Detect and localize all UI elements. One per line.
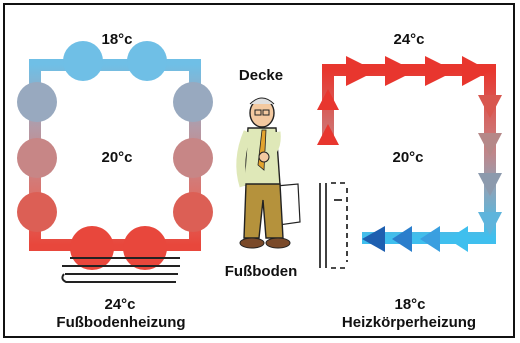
arrow-left [392, 226, 412, 252]
arrow-up [317, 89, 339, 110]
right-center-temperature: 20°c [392, 149, 424, 166]
left-center-temperature: 20°c [101, 149, 133, 166]
left-air-bubble [127, 41, 167, 81]
arrow-down [478, 212, 502, 235]
floor-label: Fußboden [224, 263, 298, 280]
left-bottom-temperature: 24°c [104, 296, 136, 313]
arrow-right [346, 56, 376, 86]
radiator-heating-title: Heizkörperheizung [341, 314, 477, 331]
arrow-left [362, 226, 385, 252]
arrow-left [448, 226, 468, 252]
person-illustration [236, 97, 301, 249]
floor-heating-title: Fußbodenheizung [56, 314, 186, 331]
left-air-bubble [70, 226, 114, 270]
left-air-bubble [173, 192, 213, 232]
floor-slab-lines [61, 257, 180, 283]
left-air-bubble [63, 41, 103, 81]
arrow-right [425, 56, 455, 86]
radiator-heating-loop [317, 56, 502, 269]
left-air-bubble [173, 82, 213, 122]
arrow-right [385, 56, 415, 86]
right-bottom-temperature: 18°c [394, 296, 426, 313]
arrow-left [420, 226, 440, 252]
arrow-right [462, 56, 490, 86]
ceiling-label: Decke [238, 67, 284, 84]
left-top-temperature: 18°c [101, 31, 133, 48]
radiator-outline [319, 182, 349, 269]
arrow-down [478, 133, 502, 156]
left-air-bubble [123, 226, 167, 270]
right-top-temperature: 24°c [393, 31, 425, 48]
left-air-bubble [173, 138, 213, 178]
left-air-bubble [17, 138, 57, 178]
floor-heating-loop [17, 41, 213, 283]
left-air-bubble [17, 192, 57, 232]
arrow-down [478, 173, 502, 196]
arrow-up [317, 124, 339, 145]
left-air-bubble [17, 82, 57, 122]
arrow-down [478, 95, 502, 118]
